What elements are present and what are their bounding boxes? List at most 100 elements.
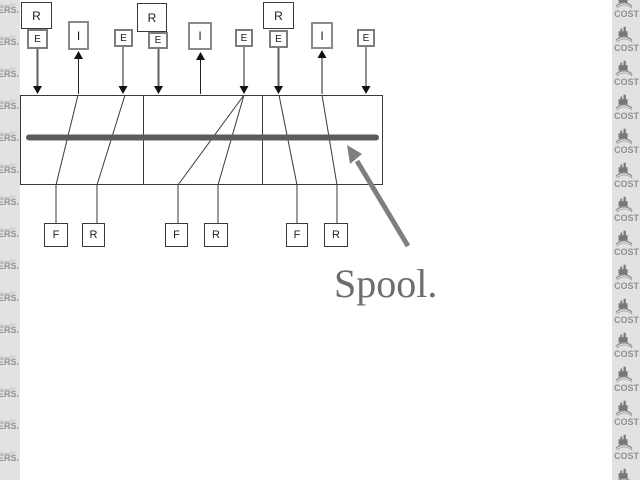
right-watermark-item: COST [612, 92, 640, 126]
arrow-up-head [196, 52, 205, 60]
right-watermark-item: COST [612, 466, 640, 480]
right-watermark-item: COST [612, 160, 640, 194]
left-watermark-text: DERS. [0, 69, 19, 79]
arrow-up-head [317, 50, 327, 58]
right-watermark-text: COST [614, 179, 640, 189]
node-box-r: R [82, 223, 105, 247]
watermark-arc-line [0, 317, 18, 326]
left-watermark-text: DERS. [0, 37, 19, 47]
left-watermark-item: DERS. [0, 412, 20, 444]
right-watermark-text: COST [614, 247, 640, 257]
mountain-emblem [615, 399, 633, 422]
right-watermark-item: COST [612, 432, 640, 466]
mountain-emblem-icon [615, 196, 633, 213]
right-watermark-item: COST [612, 364, 640, 398]
left-watermark-text: DERS. [0, 325, 19, 335]
annotation-arrow-head [347, 145, 362, 164]
watermark-arc-line [0, 0, 18, 6]
left-watermark-column: DERS. DERS. DERS. DERS. DERS. DERS. DERS. DERS.… [0, 0, 20, 480]
mountain-emblem [615, 467, 633, 480]
mountain-emblem-icon [615, 230, 633, 247]
watermark-arc-line [0, 157, 18, 166]
right-watermark-column: COST COST COST COST COST COST COST COST COST COST… [612, 0, 640, 480]
left-watermark-text: DERS. [0, 421, 19, 431]
mountain-emblem [615, 161, 633, 184]
mountain-emblem [615, 127, 633, 150]
left-watermark-item: DERS. [0, 156, 20, 188]
right-watermark-item: COST [612, 0, 640, 24]
left-watermark-item: DERS. [0, 124, 20, 156]
watermark-arc-line [0, 445, 18, 454]
mountain-emblem-icon [615, 128, 633, 145]
right-watermark-text: COST [614, 145, 640, 155]
node-box-e: E [27, 29, 48, 49]
mountain-emblem-icon [617, 468, 631, 480]
left-watermark-text: DERS. [0, 389, 19, 399]
right-watermark-text: COST [614, 43, 640, 53]
node-box-i: I [188, 22, 212, 50]
right-watermark-item: COST [612, 228, 640, 262]
left-watermark-text: DERS. [0, 101, 19, 111]
right-watermark-text: COST [614, 281, 640, 291]
input-arrows [33, 47, 371, 94]
node-box-r: R [263, 2, 294, 29]
left-watermark-item: DERS. [0, 348, 20, 380]
mountain-emblem-icon [615, 0, 633, 9]
arrow-up-head [74, 51, 83, 59]
right-watermark-strip: COST COST COST COST COST COST COST COST COST COST… [612, 0, 640, 480]
right-watermark-text: COST [614, 451, 640, 461]
right-watermark-item: COST [612, 24, 640, 58]
right-watermark-text: COST [614, 349, 640, 359]
watermark-arc-line [0, 285, 18, 294]
right-watermark-item: COST [612, 194, 640, 228]
left-watermark-text: DERS. [0, 133, 19, 143]
left-watermark-text: DERS. [0, 229, 19, 239]
right-watermark-text: COST [614, 77, 640, 87]
watermark-arc-line [0, 61, 18, 70]
mountain-emblem [615, 297, 633, 320]
arrow-down-head [154, 86, 163, 94]
right-watermark-item: COST [612, 126, 640, 160]
housing-rect [20, 95, 383, 185]
node-box-e: E [357, 29, 375, 47]
left-watermark-text: DERS. [0, 293, 19, 303]
watermark-arc-line [0, 253, 18, 262]
left-watermark-item: DERS. [0, 60, 20, 92]
left-watermark-text: DERS. [0, 165, 19, 175]
arrow-down-head [239, 86, 249, 94]
left-watermark-text: DERS. [0, 357, 19, 367]
mountain-emblem [615, 263, 633, 286]
right-watermark-text: COST [614, 111, 640, 121]
right-watermark-text: COST [614, 9, 640, 19]
mountain-emblem [615, 59, 633, 82]
node-box-e: E [114, 29, 133, 47]
left-watermark-item: DERS. [0, 284, 20, 316]
left-watermark-item: DERS. [0, 316, 20, 348]
watermark-arc-line [0, 349, 18, 358]
mountain-emblem [615, 331, 633, 354]
right-watermark-item: COST [612, 398, 640, 432]
left-watermark-item: DERS. [0, 188, 20, 220]
right-watermark-text: COST [614, 315, 640, 325]
left-watermark-item: DERS. [0, 220, 20, 252]
left-watermark-text: DERS. [0, 5, 19, 15]
right-watermark-item: COST [612, 58, 640, 92]
node-box-r: R [21, 2, 52, 29]
left-watermark-item: DERS. [0, 0, 20, 28]
mountain-emblem [615, 433, 633, 456]
mountain-emblem [615, 195, 633, 218]
arrow-down-head [361, 86, 371, 94]
arrow-down-head [118, 86, 128, 94]
left-watermark-strip: DERS. DERS. DERS. DERS. DERS. DERS. DERS. DERS.… [0, 0, 20, 480]
node-box-r: R [204, 223, 228, 247]
node-box-r: R [324, 223, 348, 247]
left-watermark-text: DERS. [0, 453, 19, 463]
mountain-emblem-icon [615, 434, 633, 451]
left-watermark-text: DERS. [0, 197, 19, 207]
node-box-f: F [44, 223, 68, 247]
left-watermark-item: DERS. [0, 380, 20, 412]
mountain-emblem-icon [615, 60, 633, 77]
watermark-arc-line [0, 381, 18, 390]
right-watermark-text: COST [614, 383, 640, 393]
